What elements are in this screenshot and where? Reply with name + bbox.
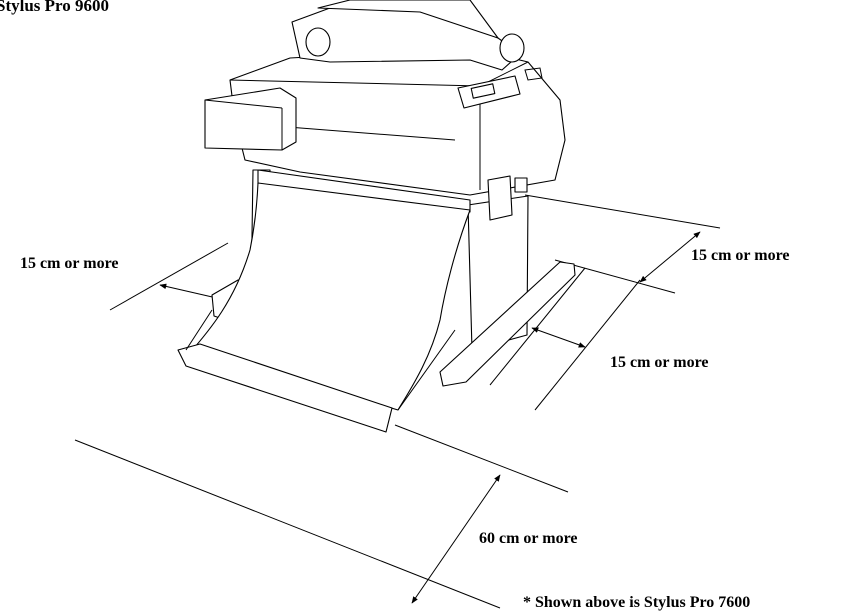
printer-illustration xyxy=(177,0,576,433)
front-clearance-label: 60 cm or more xyxy=(479,530,578,547)
left-clearance-arrow xyxy=(159,283,222,301)
extension-lines xyxy=(74,194,721,609)
page-title: Stylus Pro 9600 xyxy=(0,0,110,15)
left-clearance-label: 15 cm or more xyxy=(20,255,119,272)
footnote: * Shown above is Stylus Pro 7600 xyxy=(523,594,751,611)
right-clearance-label: 15 cm or more xyxy=(610,354,709,371)
rear-clearance-label: 15 cm or more xyxy=(691,247,790,264)
dimension-arrows xyxy=(159,231,701,604)
rear-clearance-arrow xyxy=(639,231,701,283)
front-clearance-arrow xyxy=(411,474,501,604)
right-clearance-arrow xyxy=(531,327,586,348)
